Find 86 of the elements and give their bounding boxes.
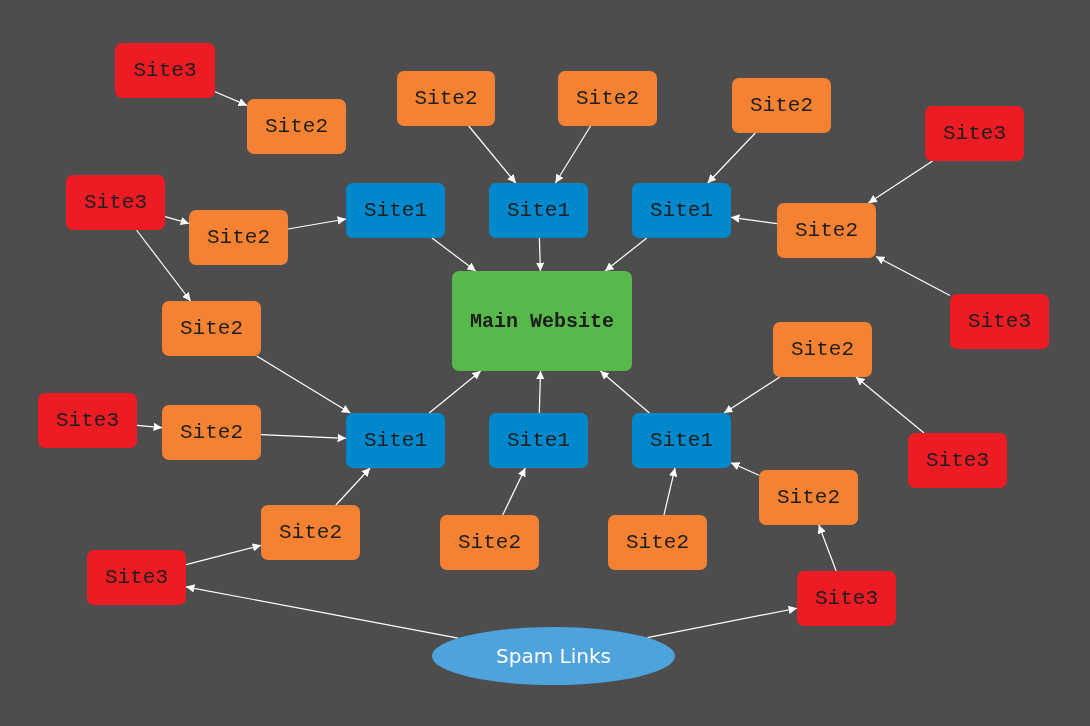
node-label: Site1 xyxy=(364,199,427,222)
site-box xyxy=(489,413,588,468)
arrow xyxy=(256,355,351,414)
arrow xyxy=(817,524,837,572)
arrow xyxy=(287,216,347,230)
site-box xyxy=(732,78,831,133)
arrow xyxy=(135,229,192,302)
node-label: Main Website xyxy=(470,308,614,335)
node-label: Site1 xyxy=(507,199,570,222)
node-label: Site2 xyxy=(791,338,854,361)
site-box xyxy=(558,71,657,126)
arrow xyxy=(136,422,163,432)
arrow xyxy=(855,376,925,434)
node-label: Site2 xyxy=(207,226,270,249)
site-box xyxy=(908,433,1007,488)
node-label: Site2 xyxy=(795,219,858,242)
arrow xyxy=(707,132,756,184)
arrow xyxy=(468,125,517,184)
node-label: Site1 xyxy=(650,429,713,452)
site-box xyxy=(261,505,360,560)
site-box xyxy=(440,515,539,570)
node-label: Site3 xyxy=(943,122,1006,145)
arrow xyxy=(875,255,951,297)
node-label: Site2 xyxy=(458,531,521,554)
arrow xyxy=(502,467,526,516)
arrow xyxy=(164,216,190,226)
node-label: Site1 xyxy=(507,429,570,452)
site-box xyxy=(162,301,261,356)
site-box xyxy=(777,203,876,258)
node-label: Site2 xyxy=(279,521,342,544)
site-box xyxy=(950,294,1049,349)
site-box xyxy=(759,470,858,525)
site-box xyxy=(773,322,872,377)
site-box xyxy=(632,413,731,468)
node-label: Site2 xyxy=(626,531,689,554)
site-box xyxy=(189,210,288,265)
arrow xyxy=(730,462,760,476)
arrow xyxy=(723,376,781,414)
node-label: Site2 xyxy=(777,486,840,509)
node-label: Site3 xyxy=(968,310,1031,333)
arrow xyxy=(214,91,248,106)
site-box xyxy=(247,99,346,154)
arrow xyxy=(599,370,650,414)
site-box xyxy=(115,43,215,98)
arrow xyxy=(663,467,678,516)
arrow xyxy=(260,433,347,443)
arrow xyxy=(335,467,371,506)
node-label: Site2 xyxy=(265,115,328,138)
node-label: Site1 xyxy=(364,429,427,452)
site-box xyxy=(87,550,186,605)
site-box xyxy=(66,175,165,230)
arrow xyxy=(646,605,798,639)
arrow xyxy=(536,370,545,414)
arrow xyxy=(431,237,477,272)
site-box xyxy=(346,413,445,468)
arrow xyxy=(185,584,459,639)
node-label: Site3 xyxy=(133,59,197,82)
site-box xyxy=(397,71,495,126)
site-box xyxy=(162,405,261,460)
node-label: Site3 xyxy=(84,191,147,214)
node-label: Site2 xyxy=(180,421,243,444)
site-box xyxy=(608,515,707,570)
node-label: Site3 xyxy=(926,449,989,472)
arrow xyxy=(867,160,934,204)
node-label: Site3 xyxy=(56,409,119,432)
site-box xyxy=(925,106,1024,161)
site-box xyxy=(346,183,445,238)
arrow xyxy=(185,543,262,566)
arrow xyxy=(604,237,648,272)
node-label: Site3 xyxy=(105,566,168,589)
main-website-box xyxy=(452,271,632,371)
arrow xyxy=(730,214,778,225)
site-box xyxy=(632,183,731,238)
arrow xyxy=(535,237,545,272)
node-label: Site2 xyxy=(180,317,243,340)
site-box xyxy=(797,571,896,626)
site-box xyxy=(38,393,137,448)
node-label: Site2 xyxy=(750,94,813,117)
arrow xyxy=(428,370,482,414)
node-label: Site3 xyxy=(815,587,878,610)
node-label: Spam Links xyxy=(496,644,611,668)
node-label: Site2 xyxy=(576,87,639,110)
site-box xyxy=(489,183,588,238)
node-label: Site1 xyxy=(650,199,713,222)
node-label: Site2 xyxy=(414,87,478,110)
arrow xyxy=(554,125,592,184)
